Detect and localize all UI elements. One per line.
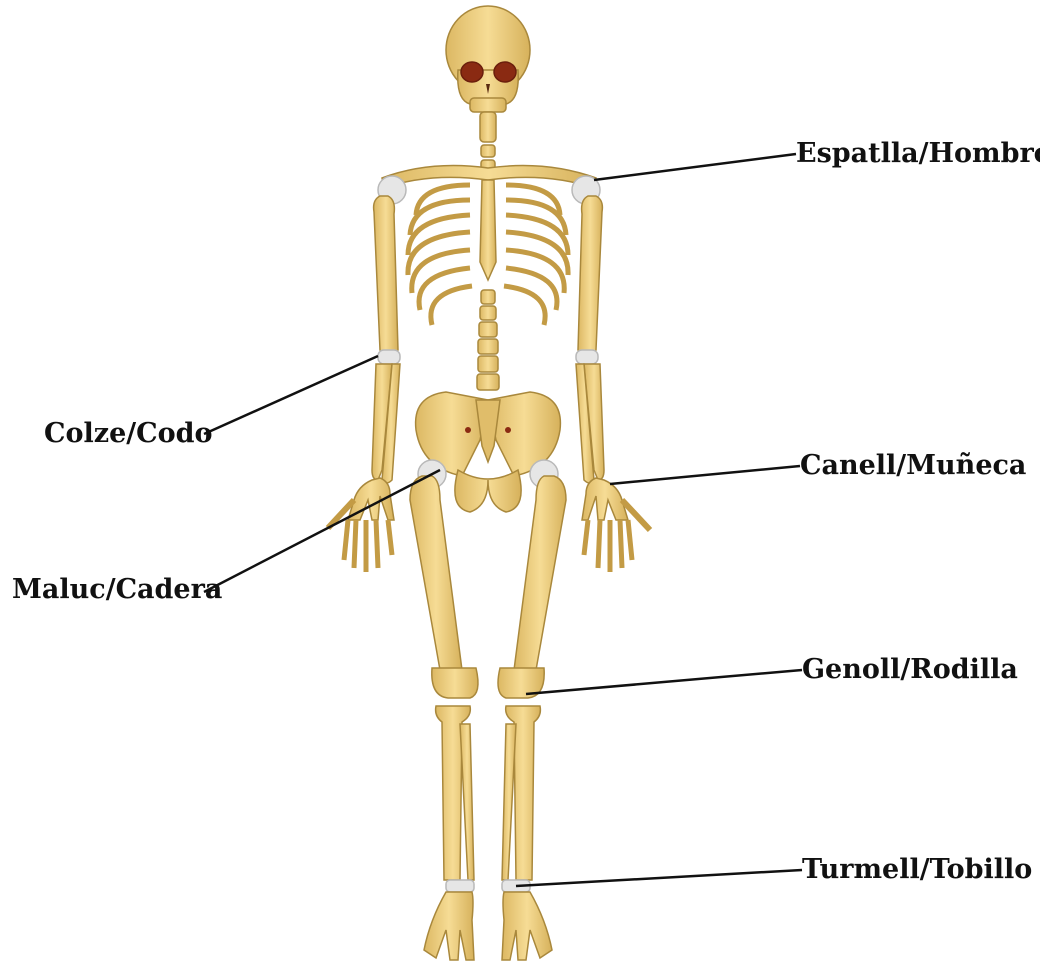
sternum — [480, 180, 496, 280]
label-ankle: Turmell/Tobillo — [802, 856, 1032, 883]
skeleton-bones — [328, 6, 650, 960]
label-knee: Genoll/Rodilla — [802, 656, 1018, 683]
leader-line-wrist — [610, 466, 800, 484]
left-hand — [328, 478, 394, 572]
right-arm — [576, 196, 604, 483]
leader-line-elbow — [204, 356, 378, 434]
label-wrist: Canell/Muñeca — [800, 452, 1026, 479]
leader-lines — [204, 154, 802, 886]
label-shoulder: Espatlla/Hombro — [796, 140, 1040, 167]
leader-line-shoulder — [594, 154, 796, 180]
right-hand — [582, 478, 650, 572]
leader-line-knee — [526, 670, 802, 694]
left-leg — [410, 460, 478, 960]
label-elbow: Colze/Codo — [44, 420, 213, 447]
left-arm — [372, 196, 400, 483]
skull — [446, 6, 530, 112]
label-hip: Maluc/Cadera — [12, 576, 222, 603]
leader-line-hip — [204, 470, 440, 592]
leader-line-ankle — [516, 870, 802, 886]
